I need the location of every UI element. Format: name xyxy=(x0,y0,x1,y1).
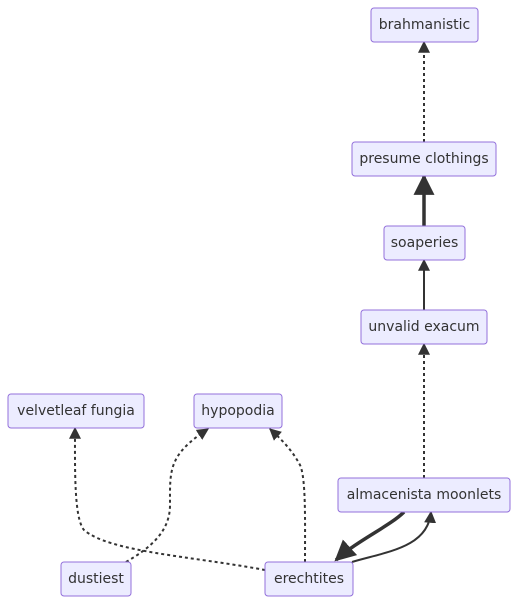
edge-erechtites-to-hypopodia xyxy=(269,428,307,563)
node-erechtites[interactable]: erechtites xyxy=(264,561,354,597)
node-label: soaperies xyxy=(391,235,459,251)
node-label: velvetleaf fungia xyxy=(17,403,135,419)
node-dustiest[interactable]: dustiest xyxy=(60,561,132,597)
node-velvetleaf-fungia[interactable]: velvetleaf fungia xyxy=(7,393,145,429)
node-almacenista-moonlets[interactable]: almacenista moonlets xyxy=(337,477,511,513)
node-label: dustiest xyxy=(68,571,124,587)
node-hypopodia[interactable]: hypopodia xyxy=(193,393,283,429)
node-label: almacenista moonlets xyxy=(347,487,502,503)
node-label: presume clothings xyxy=(359,151,488,167)
node-label: erechtites xyxy=(274,571,344,587)
node-label: unvalid exacum xyxy=(368,319,479,335)
node-presume-clothings[interactable]: presume clothings xyxy=(351,141,497,177)
edges xyxy=(68,40,437,571)
node-unvalid-exacum[interactable]: unvalid exacum xyxy=(360,309,488,345)
node-soaperies[interactable]: soaperies xyxy=(383,225,466,261)
node-brahmanistic[interactable]: brahmanistic xyxy=(370,7,479,43)
edge-erechtites-to-almacenista-moonlets xyxy=(351,510,437,563)
node-label: hypopodia xyxy=(201,403,274,419)
edge-dustiest-to-hypopodia xyxy=(125,428,210,563)
node-label: brahmanistic xyxy=(379,17,470,33)
edge-erechtites-to-velvetleaf-fungia xyxy=(68,426,266,571)
edge-almacenista-moonlets-to-erechtites xyxy=(334,510,406,562)
